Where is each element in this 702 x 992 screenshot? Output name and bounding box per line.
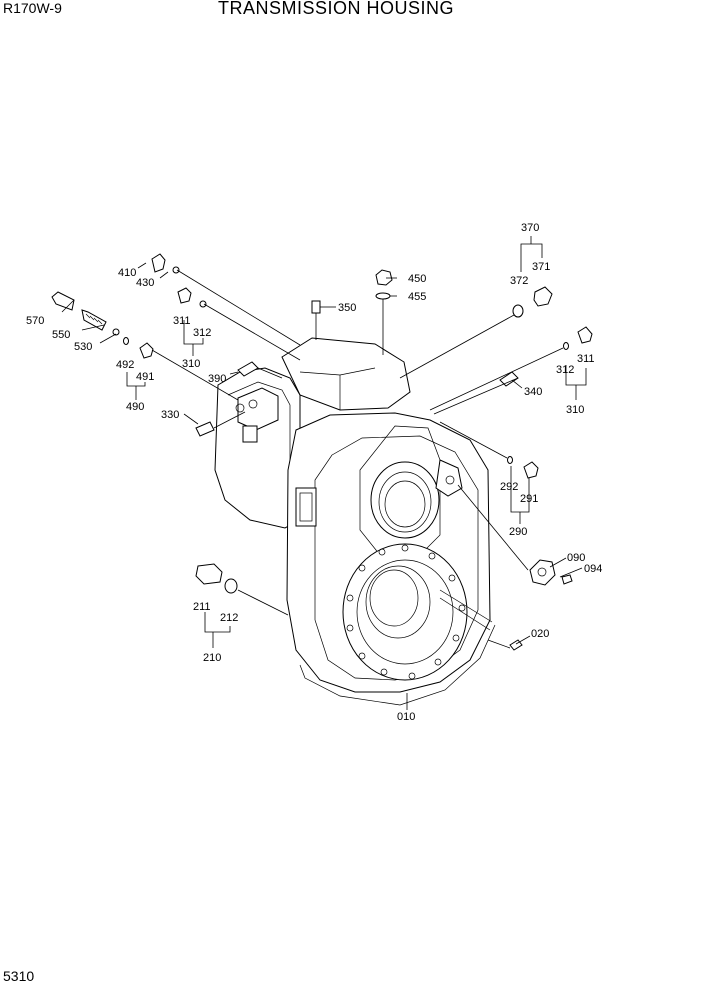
callout-292: 292: [500, 481, 518, 493]
callout-350: 350: [338, 302, 356, 314]
callout-310-upper: 310: [182, 358, 200, 370]
callout-020: 020: [531, 628, 549, 640]
callout-490: 490: [126, 401, 144, 413]
callout-312-upper: 312: [193, 327, 211, 339]
page-number: 5310: [3, 968, 35, 984]
callout-010: 010: [397, 711, 415, 723]
callout-290: 290: [509, 526, 527, 538]
page-title: TRANSMISSION HOUSING: [218, 0, 455, 18]
housing-body: [214, 337, 496, 706]
callout-330: 330: [161, 409, 179, 421]
callout-090: 090: [567, 552, 585, 564]
callout-550: 550: [52, 329, 70, 341]
callout-491: 491: [136, 371, 154, 383]
callout-291: 291: [520, 493, 538, 505]
callout-211: 211: [193, 601, 211, 613]
callout-370: 370: [521, 222, 539, 234]
callout-570: 570: [26, 315, 44, 327]
callout-311-upper: 311: [173, 315, 191, 327]
small-parts: [51, 253, 593, 651]
callout-094: 094: [584, 563, 602, 575]
callout-312-right: 312: [556, 364, 574, 376]
leader-lines: [61, 236, 587, 710]
callout-212: 212: [220, 612, 238, 624]
callout-390: 390: [208, 373, 226, 385]
callout-210: 210: [203, 652, 221, 664]
callout-530: 530: [74, 341, 92, 353]
callout-410: 410: [118, 267, 136, 279]
callout-450: 450: [408, 273, 426, 285]
callout-372: 372: [510, 275, 528, 287]
callout-311-right: 311: [577, 353, 595, 365]
callout-430: 430: [136, 277, 154, 289]
model-number: R170W-9: [3, 0, 62, 16]
callout-labels: 010 020 090 094 210 211 212 290 291 292 …: [26, 222, 602, 723]
callout-340: 340: [524, 386, 542, 398]
callout-455: 455: [408, 291, 426, 303]
callout-310-right: 310: [566, 404, 584, 416]
callout-492: 492: [116, 359, 134, 371]
callout-371: 371: [532, 261, 550, 273]
